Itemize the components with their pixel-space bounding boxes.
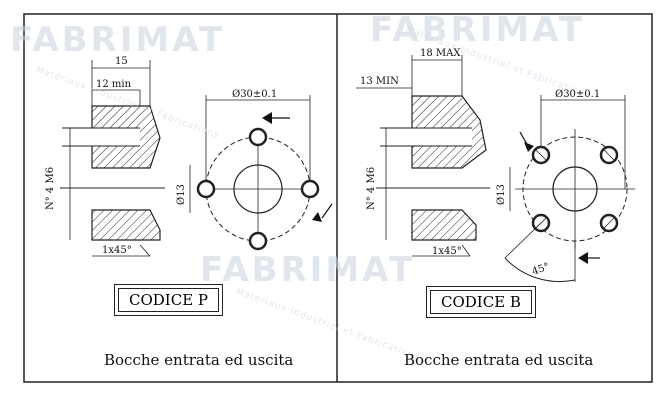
dim-thread: N° 4 M6 <box>45 166 56 210</box>
dim-18-max: 18 MAX <box>420 48 461 59</box>
dim-chamfer: 1x45° <box>432 246 462 257</box>
dim-d30: Ø30±0.1 <box>232 89 278 100</box>
dim-d13: Ø13 <box>176 184 187 205</box>
dim-15: 15 <box>115 56 128 67</box>
codice-label: CODICE P <box>118 288 220 312</box>
right-flange-view <box>504 95 635 283</box>
dim-chamfer: 1x45° <box>102 245 132 256</box>
panel-caption: Bocche entrata ed uscita <box>404 351 594 369</box>
dim-12-min: 12 min <box>96 79 132 90</box>
dim-thread: N° 4 M6 <box>366 166 377 210</box>
dim-d13: Ø13 <box>496 184 507 205</box>
panel-caption: Bocche entrata ed uscita <box>104 351 294 369</box>
codice-label: CODICE B <box>430 290 532 314</box>
left-flange-view <box>189 95 333 251</box>
dim-13-min: 13 MIN <box>360 76 399 87</box>
dim-d30: Ø30±0.1 <box>555 89 601 100</box>
left-section-view <box>60 60 165 257</box>
right-section-view <box>356 55 490 257</box>
outer-frame <box>23 13 653 383</box>
